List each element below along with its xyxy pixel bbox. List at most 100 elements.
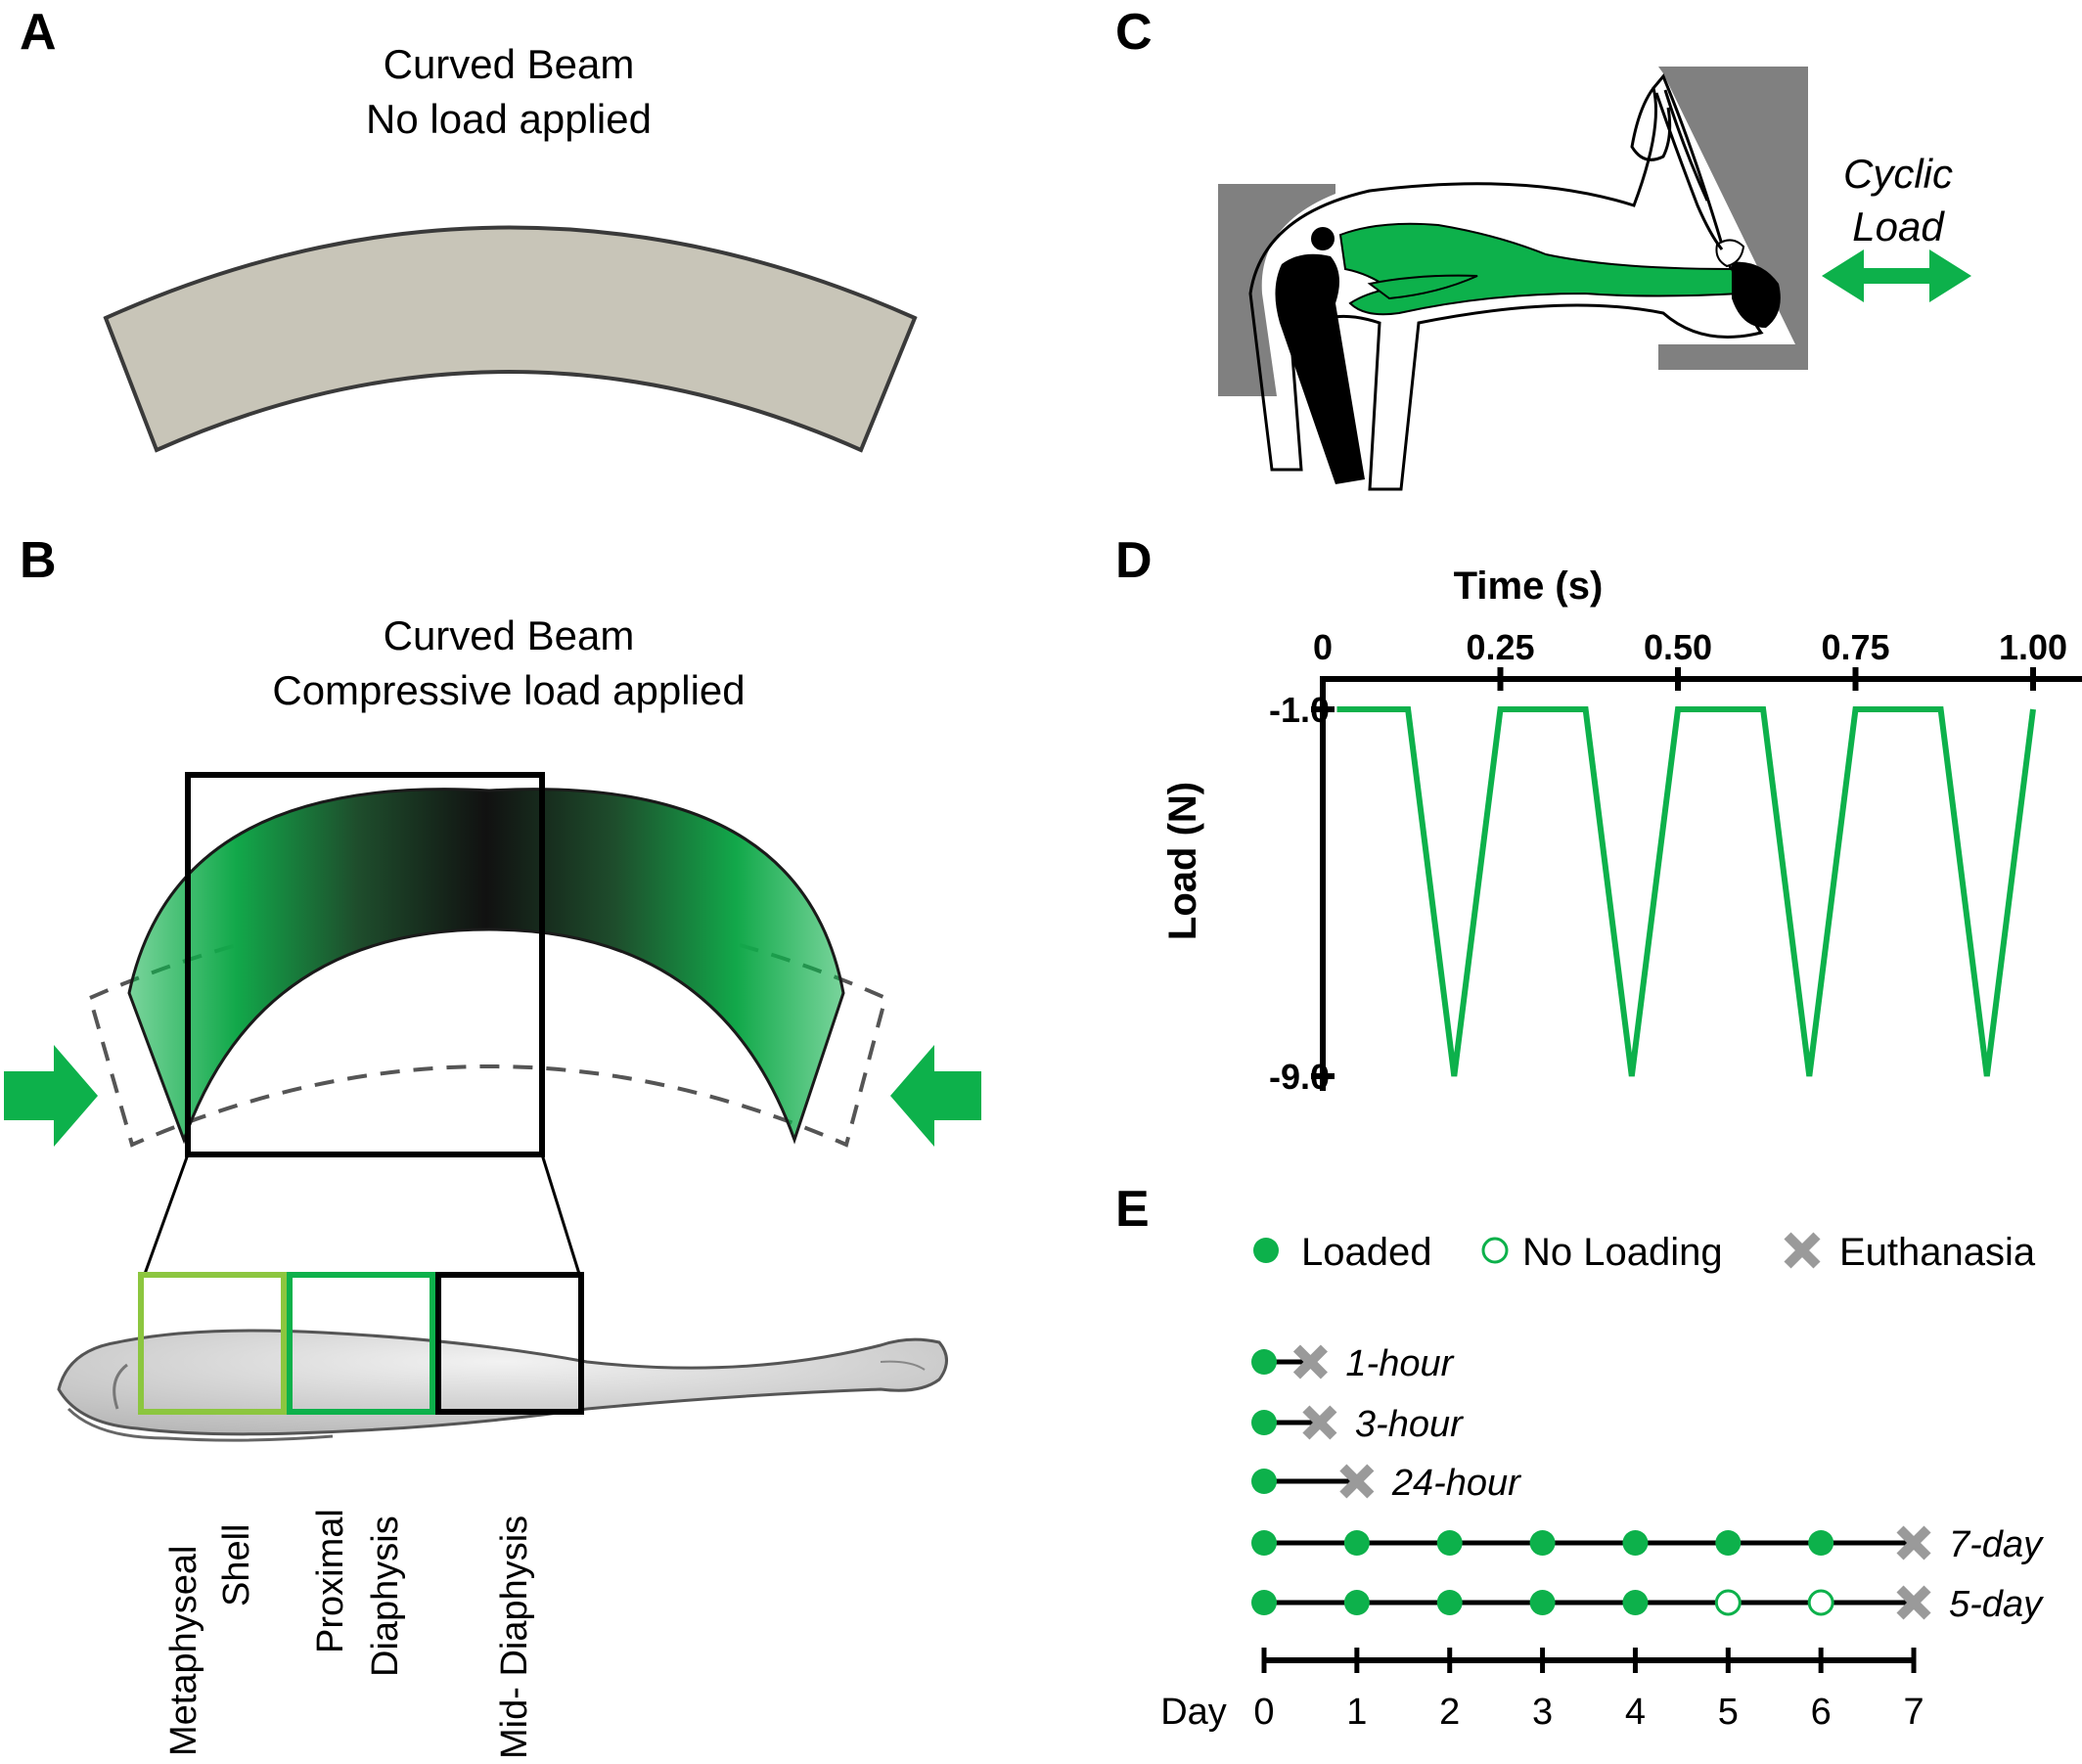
chart-y-title: Load (N): [1161, 782, 1204, 940]
x-tick-label: 0.50: [1644, 627, 1712, 667]
right-compression-arrow: [890, 1045, 981, 1147]
timeline-row-label: 7-day: [1949, 1524, 2044, 1565]
euthanasia-marker: [1896, 1525, 1931, 1560]
tibia-bone: [57, 1329, 948, 1442]
x-tick-label: 0: [1313, 627, 1333, 667]
foot-bones: [1654, 89, 1724, 250]
mid-diaphysis-label: Mid- Diaphysis: [494, 1515, 535, 1759]
loaded-marker: [1251, 1410, 1277, 1435]
loaded-marker: [1622, 1530, 1649, 1556]
x-tick-label: 0.75: [1821, 627, 1889, 667]
legend-euthanasia-marker: [1784, 1232, 1821, 1269]
day-tick-label: 7: [1903, 1692, 1924, 1733]
timeline-row-label: 5-day: [1949, 1584, 2044, 1625]
deformed-beam: [127, 788, 845, 1145]
panel-e-letter: E: [1115, 1181, 1150, 1238]
fibula-green-bone: [1367, 274, 1478, 300]
timeline-row: 3-hour: [1251, 1404, 1464, 1445]
panel-a-title-line2: No load applied: [366, 96, 652, 142]
leg-outline: [1248, 73, 1764, 491]
no-loading-marker: [1807, 1589, 1834, 1616]
cyclic-load-line1: Cyclic: [1843, 151, 1953, 197]
loaded-marker: [1715, 1530, 1742, 1556]
no-loading-marker: [1714, 1589, 1742, 1616]
timeline-row: 24-hour: [1251, 1463, 1521, 1504]
chart-x-title: Time (s): [1454, 565, 1604, 608]
panel-b-title-line1: Curved Beam: [384, 612, 635, 658]
panel-a-title-line1: Curved Beam: [384, 41, 635, 87]
loaded-marker: [1622, 1590, 1649, 1615]
panel-e: E Loaded No Loading Euthanasia 1-hour 3-h…: [1115, 1181, 2044, 1733]
timeline-row-label: 24-hour: [1391, 1463, 1521, 1504]
loaded-marker: [1251, 1590, 1277, 1615]
femur-bone: [1275, 253, 1365, 484]
y-tick-label: -1.0: [1269, 690, 1330, 730]
day-tick-label: 5: [1718, 1692, 1739, 1733]
patella: [1311, 227, 1335, 250]
loaded-marker: [1251, 1530, 1277, 1556]
panel-b-letter: B: [20, 532, 57, 589]
panel-c-letter: C: [1115, 4, 1153, 61]
ankle-cup-fixture: [1658, 67, 1808, 370]
zoom-box: [185, 772, 545, 1157]
loaded-marker: [1808, 1530, 1834, 1556]
loaded-marker: [1436, 1530, 1463, 1556]
loaded-marker: [1436, 1590, 1463, 1615]
timeline-row: 1-hour: [1251, 1343, 1455, 1384]
y-tick-label: -9.0: [1269, 1057, 1330, 1097]
proximal-diaphysis-box: [287, 1272, 435, 1415]
timeline-row: 7-day: [1251, 1524, 2044, 1565]
day-tick-label: 4: [1625, 1692, 1646, 1733]
panel-a: A Curved Beam No load applied: [20, 4, 918, 453]
timeline-row-label: 3-hour: [1355, 1404, 1464, 1445]
day-ticks: [1261, 1648, 1917, 1673]
loaded-marker: [1343, 1590, 1370, 1615]
panel-b-title-line2: Compressive load applied: [272, 667, 745, 713]
tibia-green-bone: [1338, 222, 1743, 316]
ankle-bone: [1732, 261, 1781, 328]
left-compression-arrow: [4, 1045, 98, 1147]
knee-cup-fixture: [1218, 184, 1335, 396]
loaded-marker: [1529, 1530, 1556, 1556]
metaphyseal-shell-box: [138, 1272, 287, 1415]
loaded-marker: [1529, 1590, 1556, 1615]
day-tick-label: 2: [1439, 1692, 1460, 1733]
timeline-row: 5-day: [1251, 1584, 2044, 1625]
euthanasia-marker: [1302, 1405, 1337, 1440]
cyclic-load-arrow: [1822, 249, 1971, 302]
heel-bone: [1715, 239, 1745, 268]
legend-loaded-label: Loaded: [1301, 1231, 1431, 1274]
timeline-row-label: 1-hour: [1345, 1343, 1454, 1384]
load-series-line: [1336, 706, 2036, 1077]
day-tick-label: 3: [1532, 1692, 1553, 1733]
mid-diaphysis-box: [435, 1272, 584, 1415]
loaded-marker: [1251, 1349, 1277, 1375]
proximal-label-line2: Diaphysis: [365, 1515, 406, 1677]
euthanasia-marker: [1896, 1585, 1931, 1620]
straight-curved-beam: [103, 225, 918, 453]
day-labels: 0 1 2 3 4 5 6 7: [1253, 1692, 1924, 1733]
legend-loaded-marker: [1253, 1238, 1279, 1263]
proximal-label-line1: Proximal: [310, 1509, 351, 1653]
panel-a-letter: A: [20, 4, 57, 61]
chart-ticks: [1311, 667, 2036, 1079]
zoom-line-right: [540, 1153, 581, 1275]
cyclic-load-line2: Load: [1852, 204, 1945, 249]
panel-b: B Curved Beam Compressive load applied M…: [4, 532, 981, 1759]
loaded-marker: [1343, 1530, 1370, 1556]
loaded-marker: [1251, 1469, 1277, 1494]
legend: Loaded No Loading Euthanasia: [1253, 1231, 2036, 1274]
day-tick-label: 0: [1253, 1692, 1274, 1733]
euthanasia-marker: [1339, 1464, 1375, 1499]
panel-c: C Cyclic Load: [1115, 4, 1971, 491]
legend-no-loading-marker: [1481, 1237, 1509, 1264]
day-tick-label: 6: [1811, 1692, 1832, 1733]
x-tick-label: 0.25: [1466, 627, 1534, 667]
timeline-rows: 1-hour 3-hour 24-hour 7-day 5-day: [1251, 1343, 2044, 1625]
day-tick-label: 1: [1346, 1692, 1367, 1733]
zoom-line-left: [143, 1153, 190, 1275]
metaphyseal-label-line2: Shell: [216, 1524, 257, 1607]
